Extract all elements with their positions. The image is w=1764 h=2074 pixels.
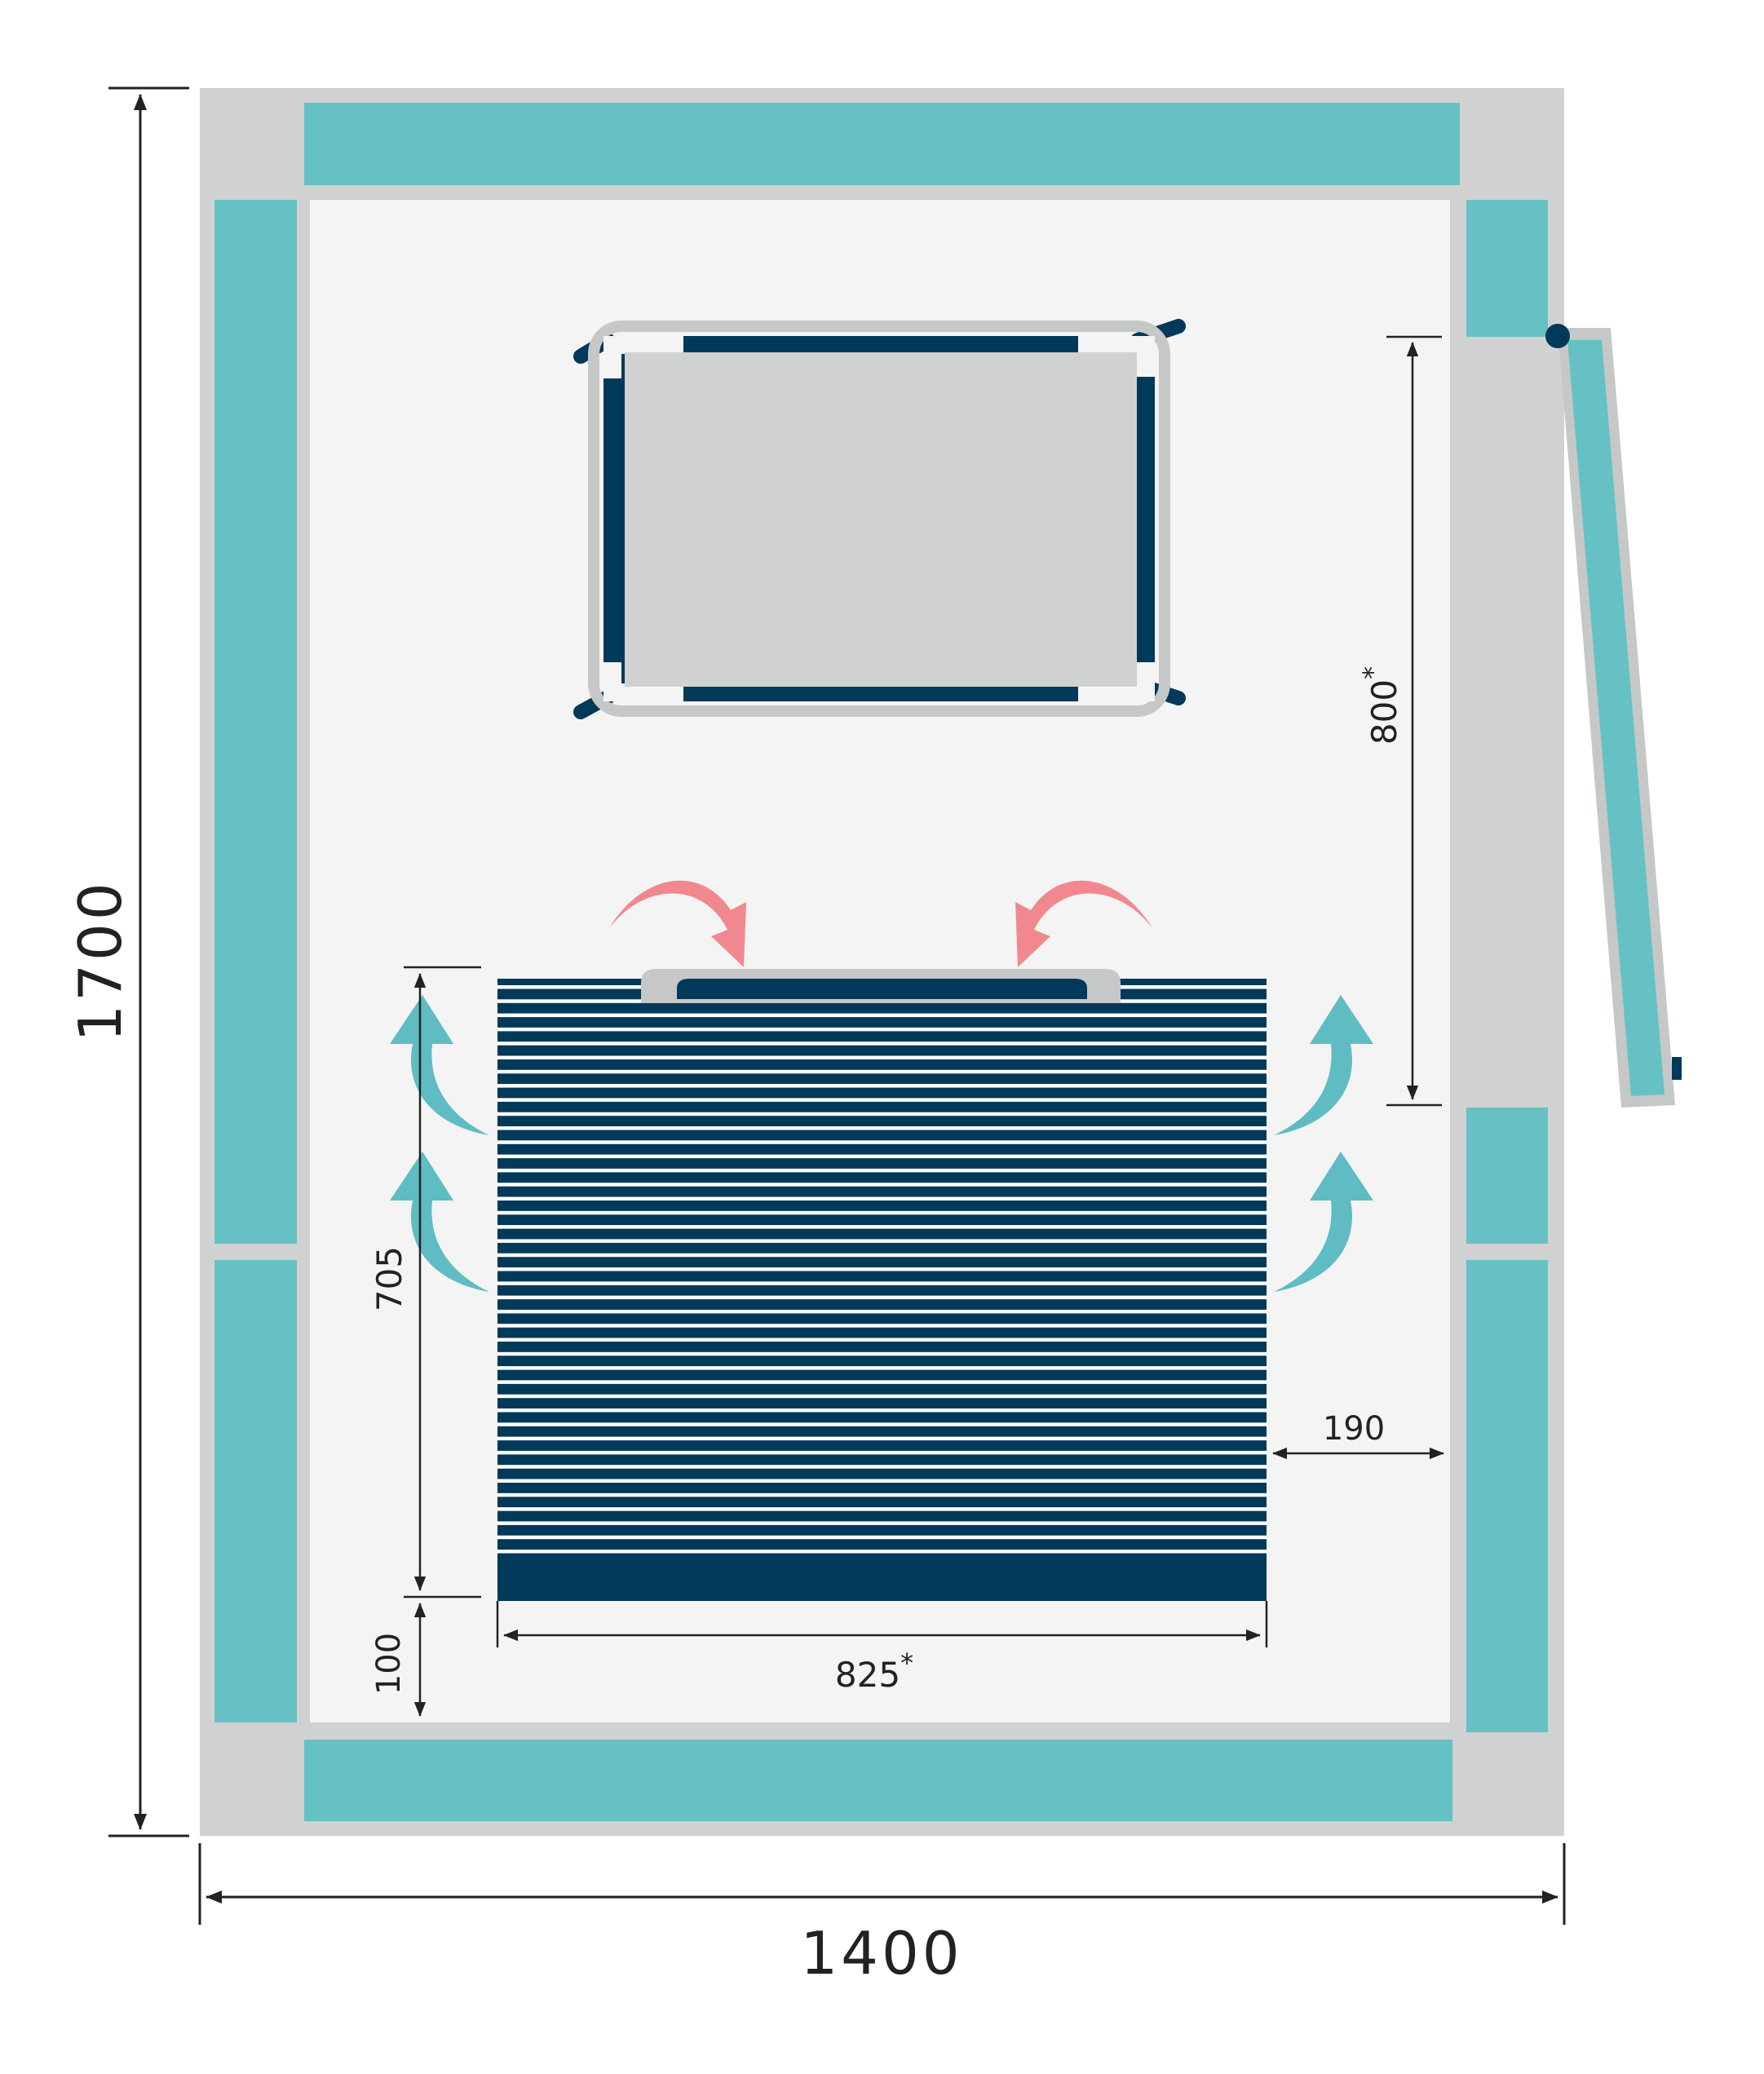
unit-stripe [497,1507,1267,1511]
unit-stripe [497,1210,1267,1215]
unit-stripes [497,985,1267,1554]
label-side-gap: 190 [1323,1410,1385,1448]
unit-body [497,979,1267,1601]
tray-unit [573,319,1186,719]
unit-stripe [497,1324,1267,1328]
unit-stripe [497,1338,1267,1342]
unit-stripe [497,1267,1267,1271]
dimension-total-width [198,1843,1566,1925]
door-hinge [1545,324,1570,348]
unit-stripe [497,1013,1267,1018]
label-unit-depth: 705 [369,1246,409,1311]
unit-stripe [497,1380,1267,1384]
label-bottom-gap: 100 [370,1633,408,1695]
unit-stripe [497,1084,1267,1088]
door-latch [1672,1057,1682,1080]
unit-stripe [497,1041,1267,1046]
dimension-unit-width [496,1601,1268,1647]
wall-panels [214,103,1548,1821]
label-unit-width: 825* [835,1647,913,1695]
door-leaf-panel [1567,340,1665,1096]
label-total-height: 1700 [66,879,135,1041]
dimension-unit-depth [404,966,481,1599]
tray-bottom-gap [603,683,683,701]
panel-bottom [304,1740,1452,1821]
unit-stripe [497,1253,1267,1258]
tray-surface [625,352,1137,687]
unit-stripe [497,1309,1267,1314]
panel-right-middle [1466,1108,1548,1244]
unit-stripe [497,1535,1267,1540]
unit-stripe [497,1196,1267,1201]
tray-top-gap [603,336,683,354]
tray-outer-frame [588,321,1170,717]
unit-stripe [497,1225,1267,1229]
tray-top-gap-right [1078,336,1155,354]
unit-stripe [497,1394,1267,1399]
tray-bottom-gap-right [1078,683,1155,701]
unit-stripe [497,1351,1267,1356]
dimension-front-clearance [1386,335,1442,1107]
warm-arrow-left [609,880,746,967]
unit-stripe [497,1126,1267,1130]
panel-left-upper [214,200,297,1244]
unit-stripe [497,1492,1267,1497]
refrigeration-unit [497,969,1267,1601]
unit-stripe [497,1550,1267,1554]
panel-left-lower [214,1260,297,1722]
unit-stripe [497,1069,1267,1074]
tray-left-gap-bottom [603,662,621,701]
unit-stripe [497,1140,1267,1144]
unit-stripe [497,1521,1267,1525]
unit-stripe [497,1055,1267,1059]
unit-stripe [497,1183,1267,1187]
open-door [1545,324,1682,1108]
unit-stripe [497,1168,1267,1173]
panel-right-top [1466,200,1548,337]
unit-stripe [497,1098,1267,1102]
tray-left-gap [603,336,621,378]
cool-arrow-right-upper [1274,995,1373,1135]
dimension-total-height [108,86,189,1837]
warm-arrow-right [1015,880,1152,967]
unit-stripe [497,1154,1267,1159]
cool-arrow-right-lower [1274,1152,1373,1292]
unit-stripe [497,1408,1267,1413]
label-total-width: 1400 [800,1919,962,1988]
unit-stripe [497,1112,1267,1117]
panel-right-lower [1466,1260,1548,1732]
tray-right-gap-bottom [1137,662,1155,701]
unit-stripe [497,1479,1267,1483]
unit-stripe [497,1422,1267,1426]
unit-handle [677,979,1087,999]
unit-stripe [497,1450,1267,1455]
warm-air-arrows [609,880,1152,967]
tray-right-gap [1137,336,1155,377]
label-front-clearance: 800* [1357,666,1404,745]
unit-stripe [497,1366,1267,1370]
unit-stripe [497,1027,1267,1032]
unit-stripe [497,1465,1267,1469]
panel-top [304,103,1460,185]
unit-stripe [497,1295,1267,1300]
unit-stripe [497,1436,1267,1441]
unit-stripe [497,1239,1267,1243]
unit-base [497,1554,1267,1601]
unit-stripe [497,1281,1267,1285]
